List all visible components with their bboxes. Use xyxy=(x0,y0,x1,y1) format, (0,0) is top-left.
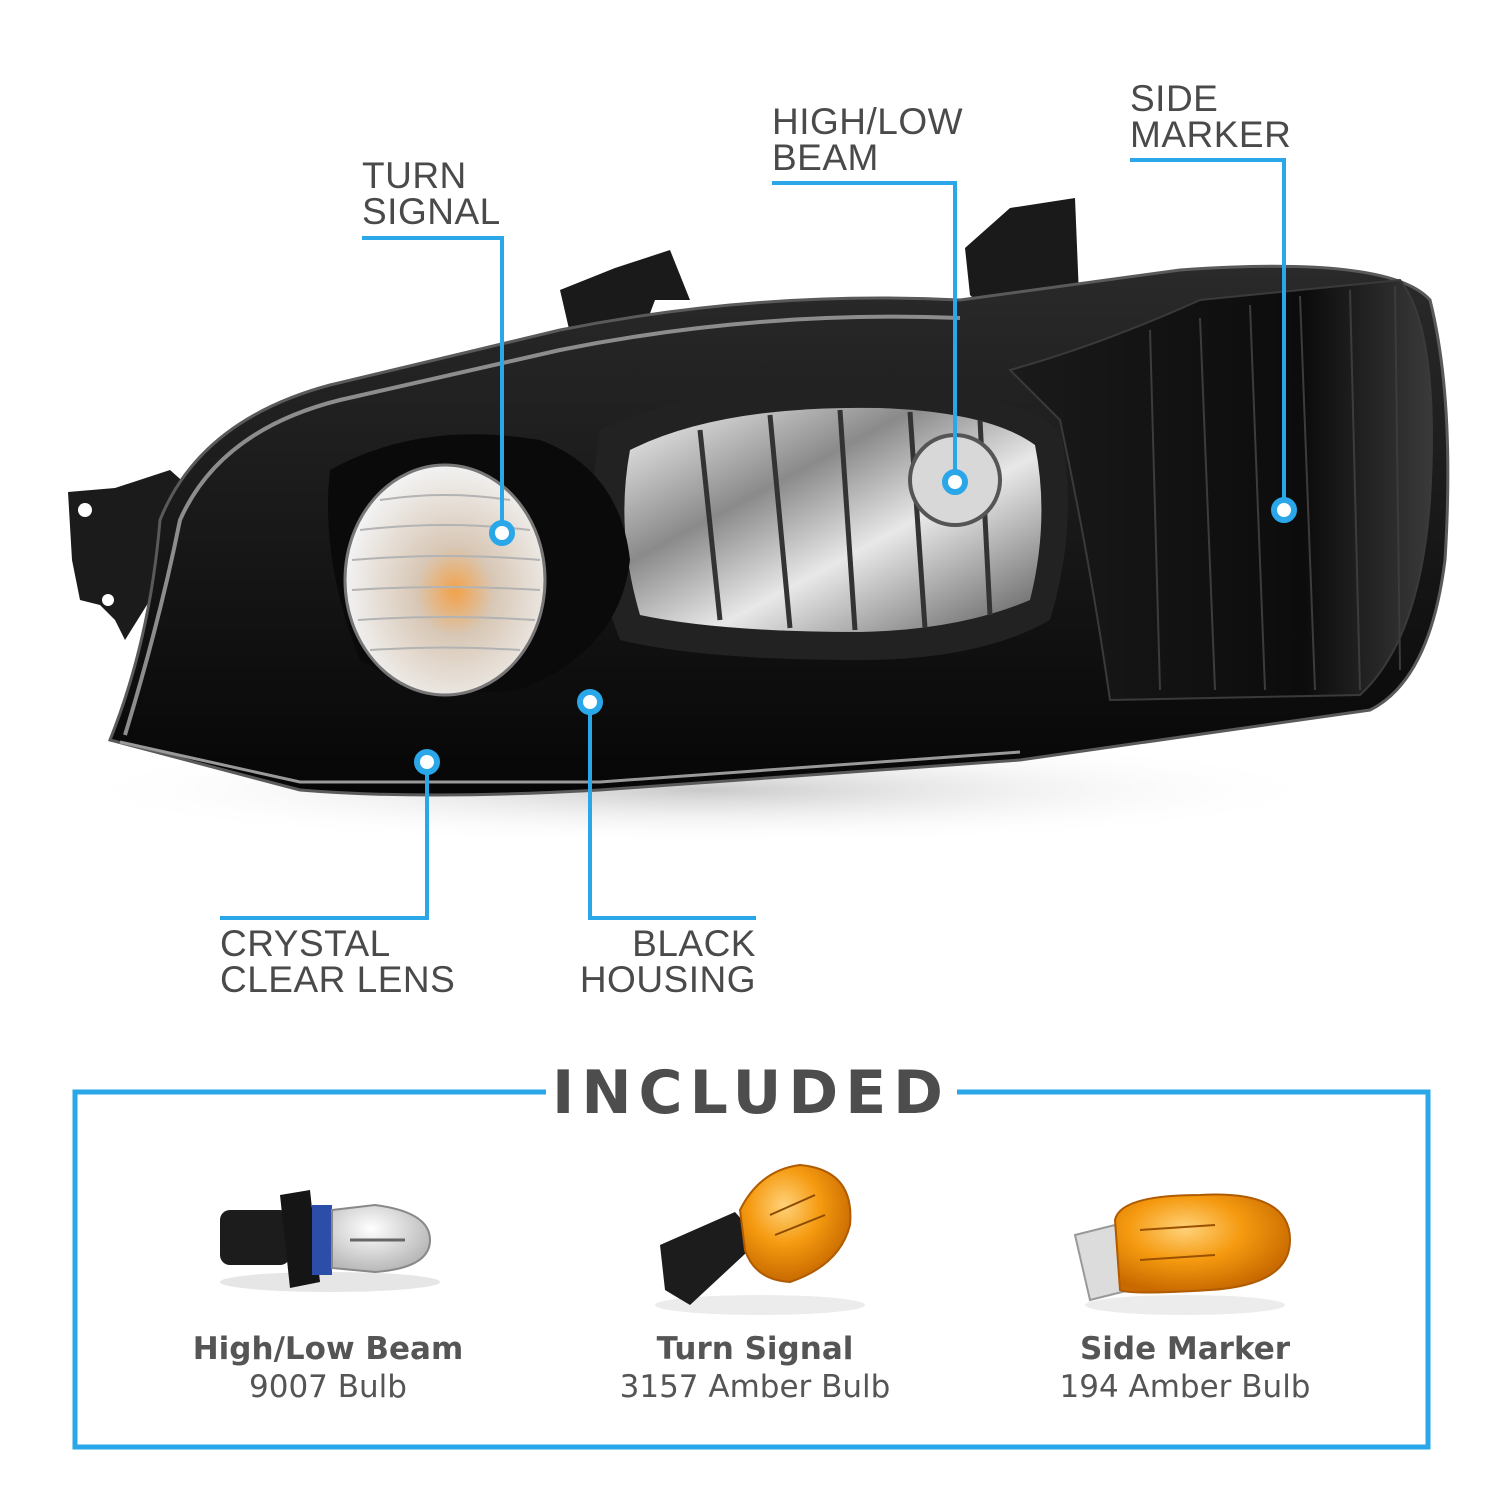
bulb-caption-turn-signal: Turn Signal 3157 Amber Bulb xyxy=(565,1330,945,1406)
callout-line: BEAM xyxy=(772,137,879,178)
small-amber-bulb-icon xyxy=(1073,1193,1292,1315)
turn-signal-dot xyxy=(489,520,515,546)
callout-line: SIGNAL xyxy=(362,191,501,232)
turn-lens-ribs xyxy=(351,494,541,651)
lens-rim xyxy=(123,314,961,736)
black-housing-callout: BLACK HOUSING xyxy=(556,923,756,1000)
high-low-beam-callout: HIGH/LOW BEAM xyxy=(772,101,964,178)
bulb-name: Turn Signal xyxy=(656,1331,854,1367)
bracket-hole xyxy=(78,503,92,517)
bulb-caption-high-low: High/Low Beam 9007 Bulb xyxy=(138,1330,518,1406)
callout-dots xyxy=(414,469,1297,775)
side-marker-callout: SIDE MARKER xyxy=(1130,78,1292,155)
included-frame xyxy=(72,1089,1431,1450)
lens-rim-bottom xyxy=(119,740,1021,784)
side-marker-lens xyxy=(1008,278,1433,702)
crystal-clear-lens-callout: CRYSTAL CLEAR LENS xyxy=(220,923,456,1000)
black-housing-dot xyxy=(577,689,603,715)
bulb-desc: 9007 Bulb xyxy=(249,1369,407,1405)
callout-line: MARKER xyxy=(1130,114,1292,155)
side-marker-ribs xyxy=(1149,285,1401,691)
bulb-caption-side-marker: Side Marker 194 Amber Bulb xyxy=(995,1330,1375,1406)
callout-line: HIGH/LOW xyxy=(772,101,964,142)
included-title: INCLUDED xyxy=(552,1058,950,1128)
halogen-bulb-icon xyxy=(220,1190,440,1292)
crystal-lens-dot xyxy=(414,749,440,775)
callout-line: BLACK xyxy=(632,923,756,964)
turn-signal-callout: TURN SIGNAL xyxy=(362,155,501,232)
callout-line: HOUSING xyxy=(579,959,756,1000)
side-marker-dot xyxy=(1271,497,1297,523)
turn-signal-lens xyxy=(343,463,547,697)
bulb-desc: 3157 Amber Bulb xyxy=(619,1369,891,1405)
amber-wedge-bulb-icon xyxy=(655,1163,865,1315)
callout-line: CRYSTAL xyxy=(220,923,391,964)
bracket-hole xyxy=(102,594,114,606)
high-low-beam-dot xyxy=(942,469,968,495)
callout-line: TURN xyxy=(362,155,467,196)
bulb-name: Side Marker xyxy=(1079,1331,1291,1367)
callout-leaders xyxy=(220,158,1286,920)
bulb-desc: 194 Amber Bulb xyxy=(1059,1369,1311,1405)
callout-line: CLEAR LENS xyxy=(220,959,456,1000)
bulb-name: High/Low Beam xyxy=(192,1331,464,1367)
callout-line: SIDE xyxy=(1130,78,1219,119)
